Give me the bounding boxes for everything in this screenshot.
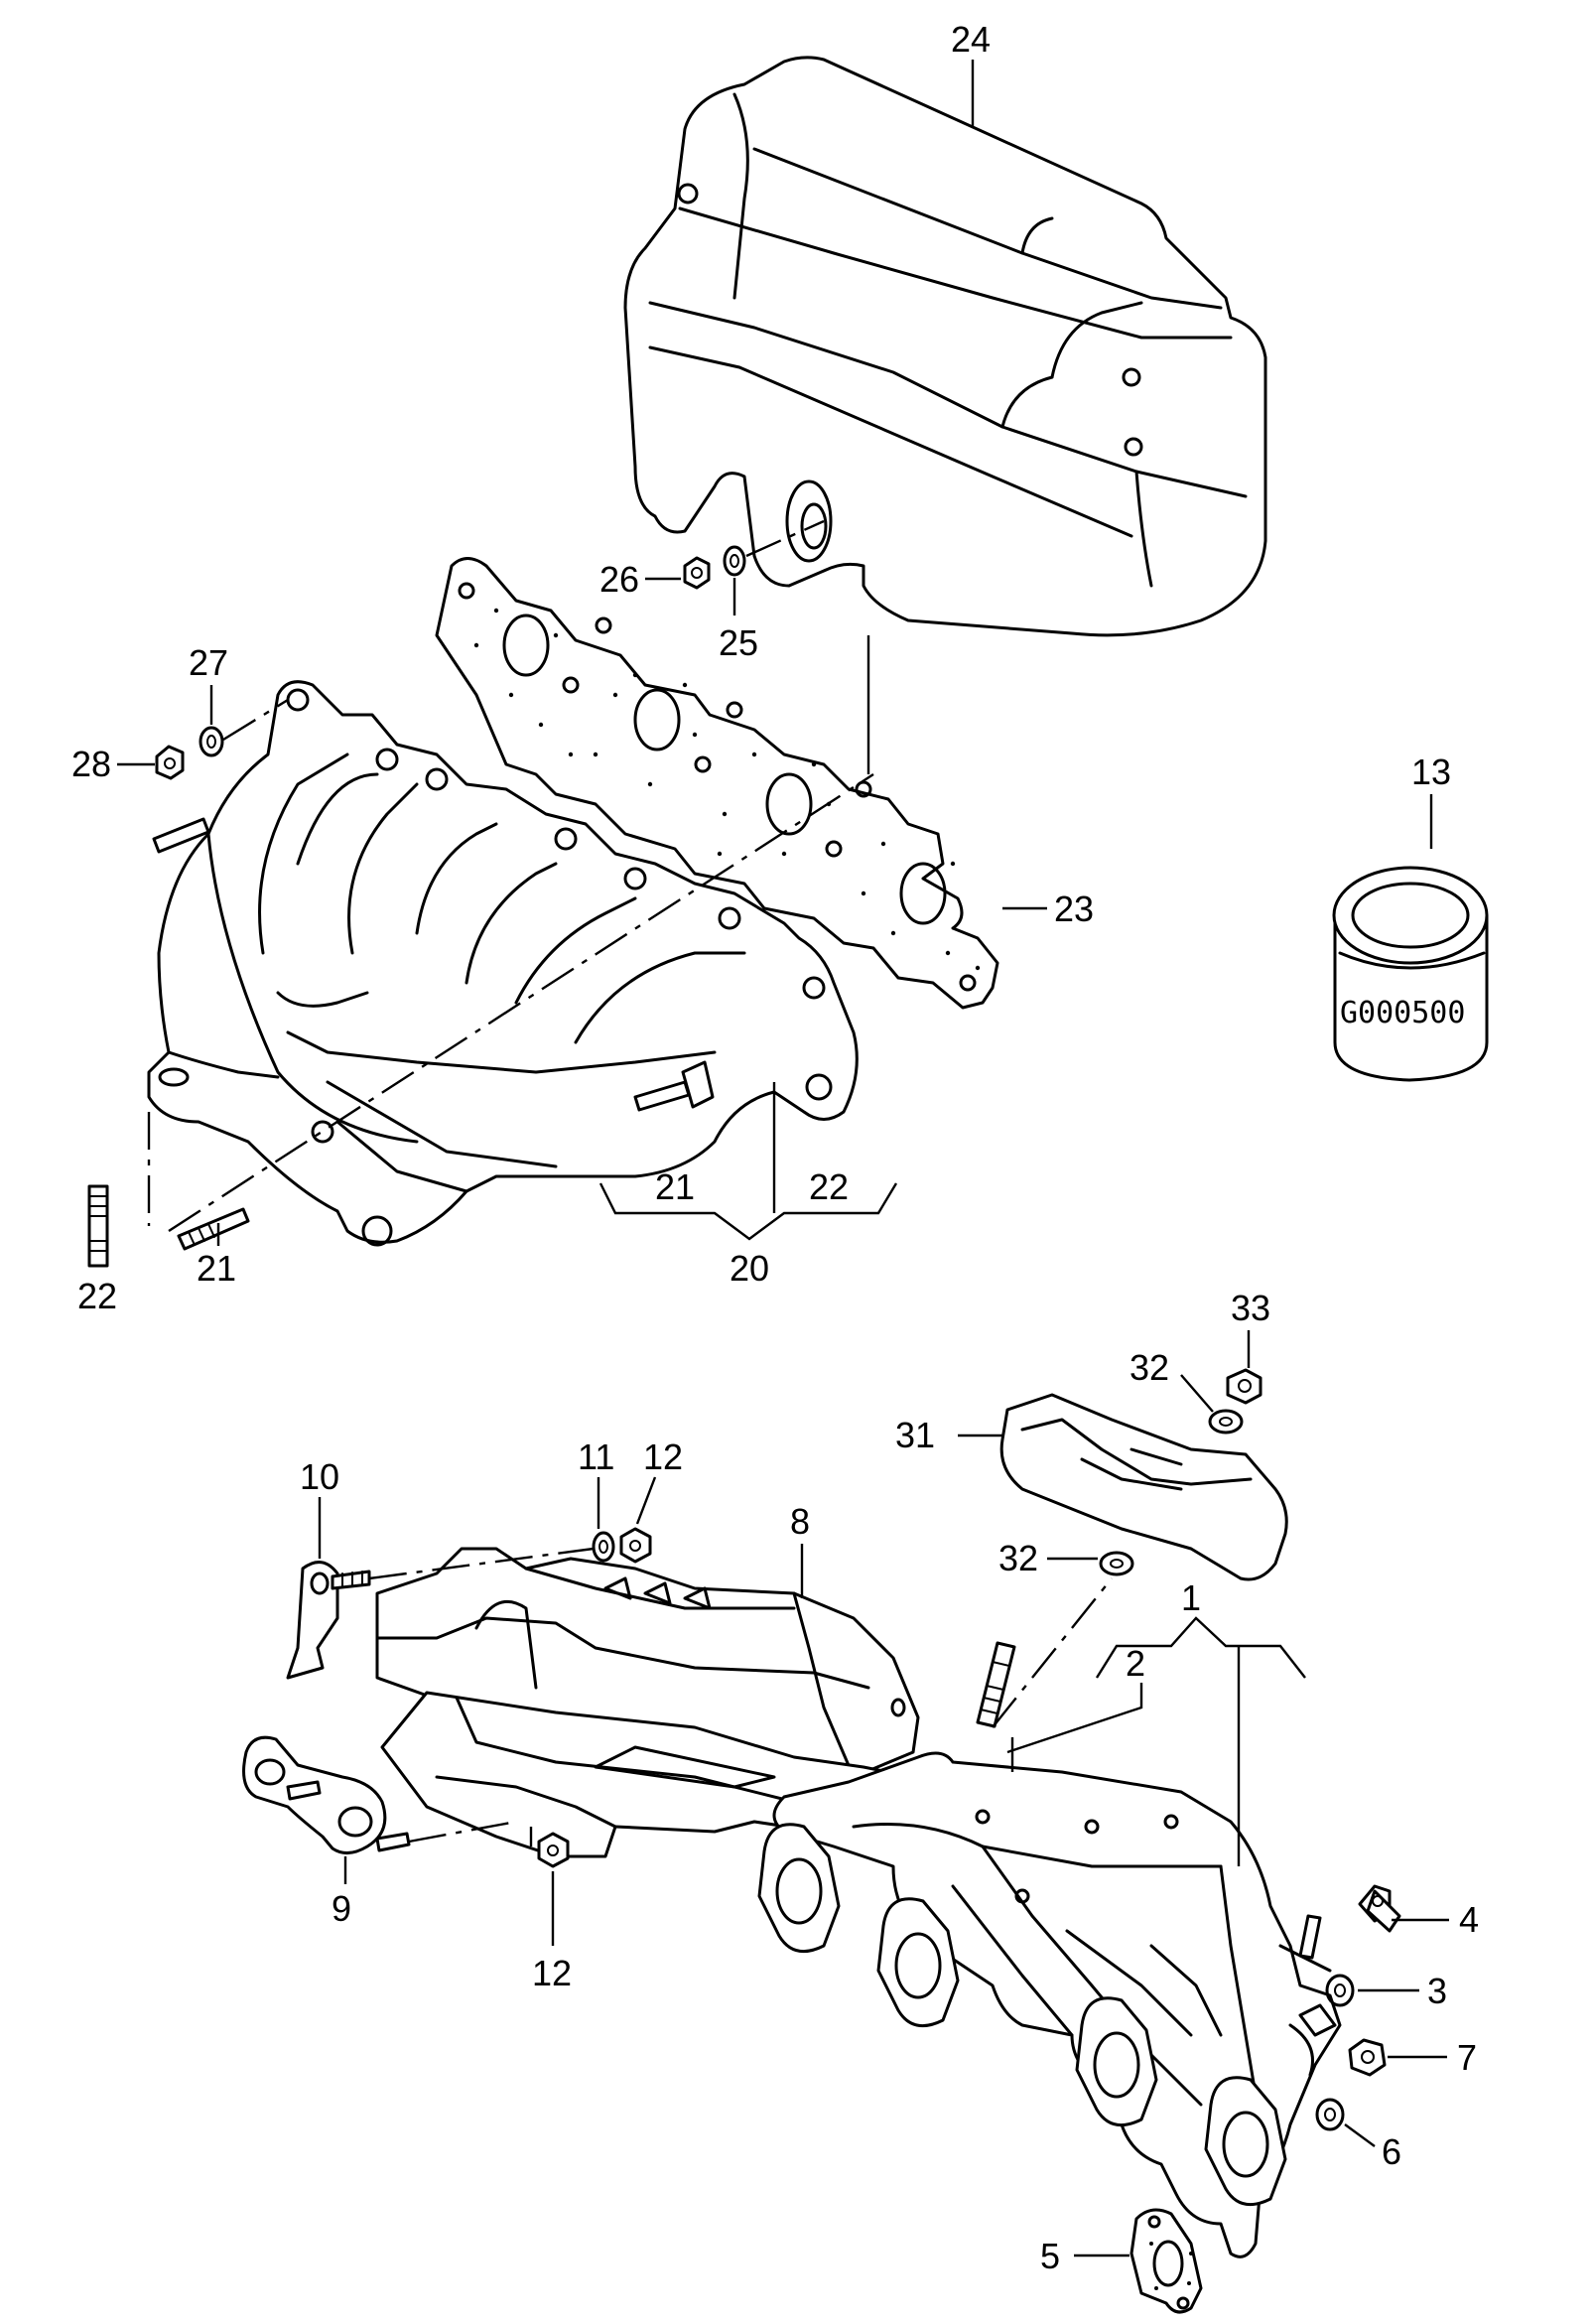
callout-27[interactable]: 27: [189, 642, 228, 683]
callout-21-stud[interactable]: 21: [197, 1248, 236, 1289]
callout-9[interactable]: 9: [332, 1888, 351, 1929]
stud-right[interactable]: [633, 1060, 715, 1112]
callout-2[interactable]: 2: [1126, 1643, 1145, 1684]
callout-23[interactable]: 23: [1054, 889, 1094, 929]
washer-part-32-lower[interactable]: [1099, 1551, 1134, 1576]
axis-bolt-9: [408, 1820, 517, 1844]
callout-32-lower[interactable]: 32: [998, 1538, 1038, 1578]
callout-31[interactable]: 31: [895, 1415, 935, 1455]
washer-part-25[interactable]: [723, 545, 746, 577]
nut-part-33[interactable]: [1226, 1368, 1262, 1405]
callout-22-stud[interactable]: 22: [77, 1276, 117, 1316]
callout-21-group[interactable]: 21: [655, 1166, 695, 1207]
washer-part-27[interactable]: [199, 726, 224, 757]
axis-stud-2: [992, 1577, 1113, 1728]
washer-part-3[interactable]: [1325, 1974, 1355, 2007]
callout-8[interactable]: 8: [790, 1501, 810, 1542]
callout-33[interactable]: 33: [1231, 1288, 1270, 1328]
callout-3[interactable]: 3: [1427, 1971, 1447, 2011]
intake-manifold-gasket-part-23[interactable]: [435, 557, 999, 1010]
nut-part-26[interactable]: [683, 556, 711, 590]
stud-part-21[interactable]: [177, 1207, 250, 1251]
exhaust-manifold-part-1[interactable]: [757, 1751, 1342, 2258]
callout-11[interactable]: 11: [578, 1436, 614, 1477]
callout-7[interactable]: 7: [1457, 2037, 1477, 2078]
callout-10[interactable]: 10: [300, 1456, 339, 1497]
nut-part-12-lower[interactable]: [537, 1832, 570, 1868]
bolt-part-10[interactable]: [331, 1570, 371, 1590]
callout-28[interactable]: 28: [71, 744, 111, 784]
leader-2: [1006, 1683, 1143, 1754]
gasket-part-5[interactable]: [1129, 2208, 1203, 2314]
engine-cover-part-24[interactable]: [623, 56, 1267, 637]
stud-upper-left[interactable]: [152, 817, 210, 854]
axis-cover-fastener: [745, 519, 825, 558]
callout-5[interactable]: 5: [1040, 2236, 1060, 2276]
callout-12-lower[interactable]: 12: [532, 1953, 572, 1993]
axis-manifold-1: [168, 772, 874, 1233]
filter-part-13[interactable]: G000500: [1332, 866, 1489, 1082]
callout-1[interactable]: 1: [1181, 1577, 1201, 1618]
filter-code-label: G000500: [1340, 996, 1465, 1030]
bracket-1: [1095, 1616, 1306, 1679]
callout-6[interactable]: 6: [1382, 2131, 1401, 2172]
sensor-plug-part-4[interactable]: [1358, 1884, 1401, 1933]
leader-32-upper: [1180, 1374, 1214, 1413]
washer-part-32-upper[interactable]: [1208, 1409, 1244, 1435]
heat-shield-part-31[interactable]: [999, 1393, 1288, 1581]
axis-washer-27: [222, 698, 289, 742]
nut-part-7[interactable]: [1348, 2038, 1387, 2077]
callout-4[interactable]: 4: [1459, 1899, 1479, 1940]
callout-24[interactable]: 24: [951, 19, 991, 60]
bracket-20: [598, 1182, 898, 1241]
bolt-part-9[interactable]: [286, 1780, 411, 1852]
nut-part-12-upper[interactable]: [619, 1527, 652, 1564]
intake-manifold-part-20[interactable]: [147, 680, 859, 1247]
callout-22-group[interactable]: 22: [809, 1166, 849, 1207]
stud-part-22[interactable]: [87, 1184, 109, 1268]
washer-part-11[interactable]: [592, 1531, 615, 1563]
bracket-part-10[interactable]: [286, 1561, 339, 1680]
stud-part-2[interactable]: [976, 1641, 1016, 1728]
callout-32-upper[interactable]: 32: [1129, 1347, 1169, 1388]
callout-12-upper[interactable]: 12: [643, 1436, 683, 1477]
nut-part-28[interactable]: [155, 745, 185, 780]
leader-6: [1344, 2123, 1376, 2147]
axis-bolt-10: [368, 1547, 595, 1580]
callout-26[interactable]: 26: [599, 559, 639, 600]
washer-part-6[interactable]: [1315, 2098, 1345, 2131]
callout-25[interactable]: 25: [719, 622, 758, 663]
callout-13[interactable]: 13: [1411, 752, 1451, 792]
callout-20[interactable]: 20: [730, 1248, 769, 1289]
leader-12-upper: [635, 1476, 657, 1525]
